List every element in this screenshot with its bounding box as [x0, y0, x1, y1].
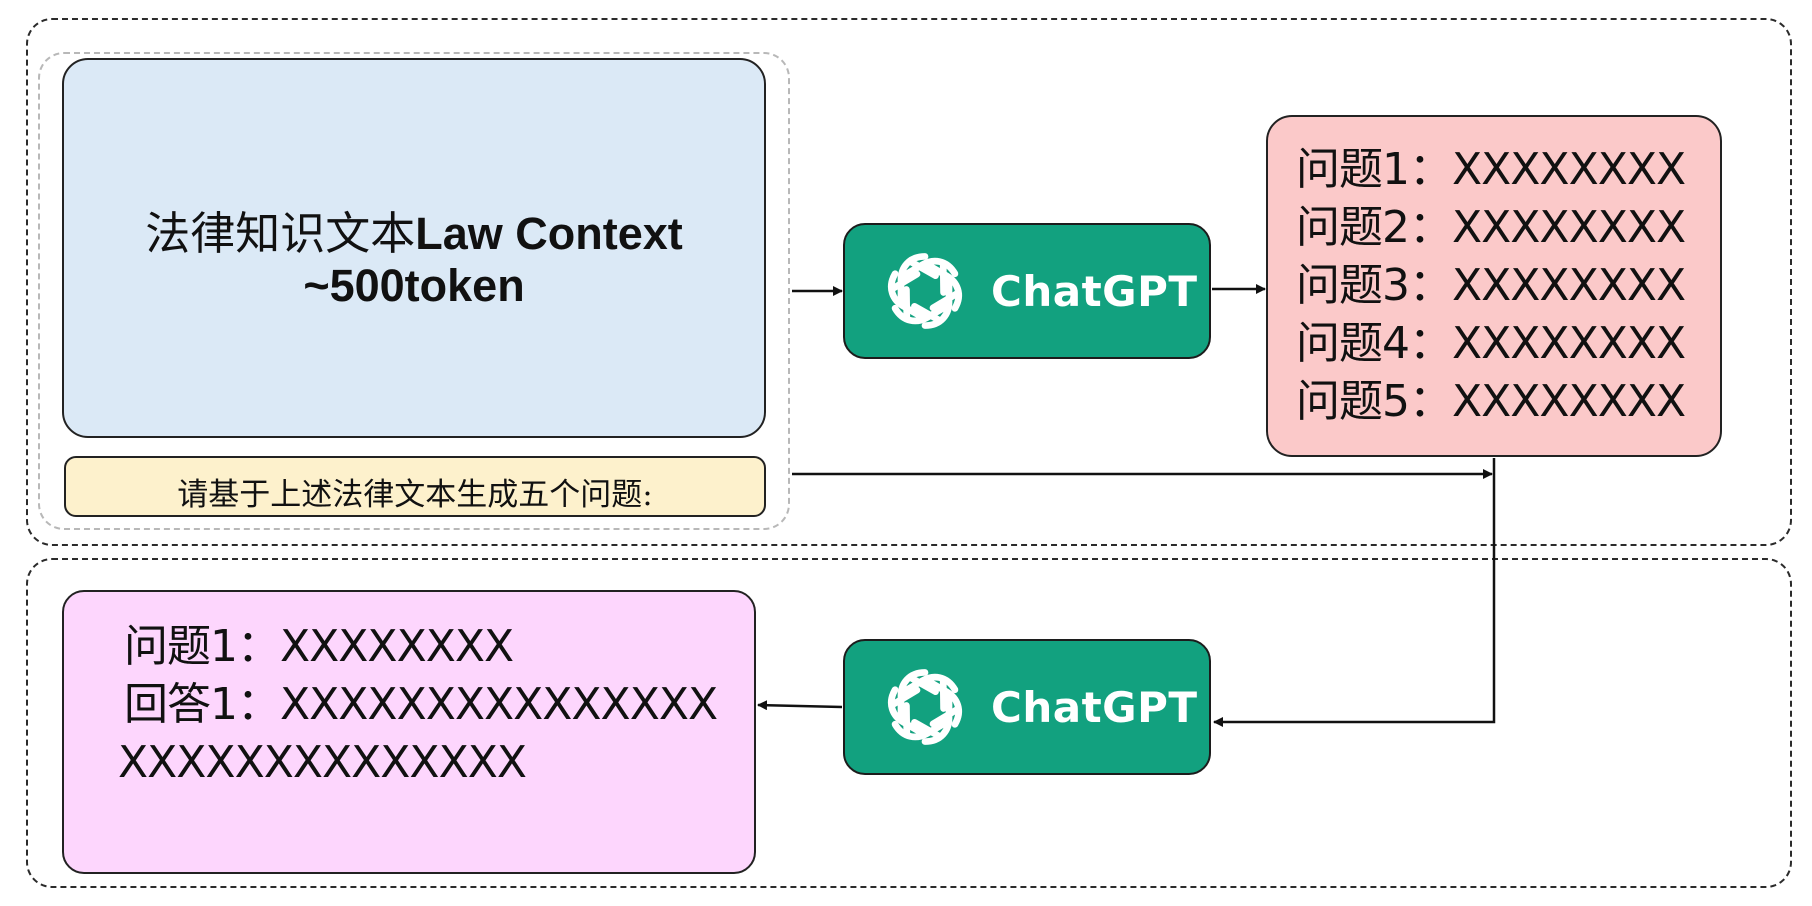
qa-question-line: 问题1：XXXXXXXX [124, 621, 514, 672]
question-item: 问题4：XXXXXXXX [1296, 318, 1686, 369]
generation-stage-region [26, 18, 1792, 546]
qa-answer-line: 回答1：XXXXXXXXXXXXXXX [124, 679, 718, 730]
question-item: 问题3：XXXXXXXX [1296, 260, 1686, 311]
question-prompt-text: 请基于上述法律文本生成五个问题: [177, 477, 653, 513]
chatgpt-label: ChatGPT [991, 682, 1198, 732]
qa-answer-continuation: XXXXXXXXXXXXXX [118, 737, 527, 788]
input-group-outline [38, 52, 790, 530]
question-prompt-box: 请基于上述法律文本生成五个问题: [64, 456, 766, 517]
question-item: 问题2：XXXXXXXX [1296, 202, 1686, 253]
law-context-title-zh: 法律知识文本 [145, 207, 416, 260]
question-item: 问题1：XXXXXXXX [1296, 144, 1686, 195]
law-context-box: 法律知识文本Law Context ~500token [62, 58, 766, 438]
chatgpt-node-answer-generation: ChatGPT [843, 639, 1211, 775]
openai-logo-icon [877, 659, 973, 755]
question-item: 问题5：XXXXXXXX [1296, 376, 1686, 427]
chatgpt-label: ChatGPT [991, 266, 1198, 316]
chatgpt-node-question-generation: ChatGPT [843, 223, 1211, 359]
qa-pair-box: 问题1：XXXXXXXX 回答1：XXXXXXXXXXXXXXX XXXXXXX… [62, 590, 756, 874]
answer-stage-region [26, 558, 1792, 888]
generated-questions-box: 问题1：XXXXXXXX 问题2：XXXXXXXX 问题3：XXXXXXXX 问… [1266, 115, 1722, 457]
law-context-title-en: Law Context [415, 208, 683, 259]
openai-logo-icon [877, 243, 973, 339]
law-context-token-count: ~500token [303, 260, 525, 311]
law-context-title: 法律知识文本Law Context [145, 208, 683, 260]
